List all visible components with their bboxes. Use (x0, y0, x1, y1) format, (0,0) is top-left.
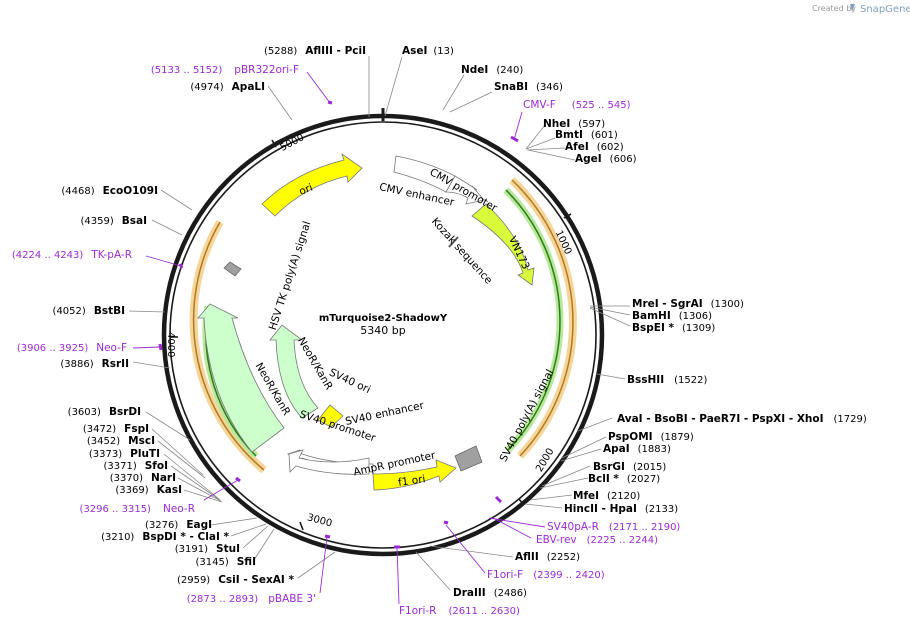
site-bspei: BspEI *(1309) (632, 322, 715, 334)
primer-pbabe-3: (2873 .. 2893)pBABE 3' (187, 593, 316, 605)
feature-neor-inner-arrow (269, 324, 319, 419)
site-bsrgi: BsrGI(2015) (593, 461, 666, 473)
enzyme-sites: AseI(13) NdeI(240) SnaBI(346) NheI(597) … (53, 45, 867, 599)
snapgene-credit: Created by SnapGene (812, 4, 910, 15)
orf-green-right (505, 189, 561, 451)
feature-hsv-tk-polya (223, 261, 242, 277)
site-snabi: SnaBI(346) (494, 81, 563, 93)
site-eagi: (3276)EagI (145, 519, 212, 531)
plasmid-name: mTurquoise2-ShadowY (319, 313, 448, 324)
site-aflii: AflII(2252) (515, 551, 580, 563)
site-leaders (128, 56, 631, 591)
feature-sv40-promoter (288, 449, 370, 475)
site-bmti: BmtI(601) (555, 129, 618, 141)
site-mfei: MfeI(2120) (573, 490, 640, 502)
site-afliii-pcii: (5288)AflIII - PciI (264, 45, 366, 57)
primer-neo-r: (3296 .. 3315)Neo-R (80, 503, 195, 515)
site-sfii: (3145)SfiI (195, 556, 256, 568)
site-csii-sexai: (2959)CsiI - SexAI * (177, 574, 295, 586)
primer-neo-f: (3906 .. 3925)Neo-F (17, 342, 127, 354)
site-mrei-sgrai: MreI - SgrAI(1300) (632, 298, 744, 310)
feature-cmv-promoter (445, 175, 485, 205)
feature-ori-arrow (261, 152, 363, 217)
site-apai: ApaI(1883) (603, 443, 671, 455)
site-msci: (3452)MscI (87, 435, 155, 447)
site-stui: (3191)StuI (175, 543, 240, 555)
credit-created-by: Created by (812, 4, 856, 13)
primer-pbr322ori-f: (5133 .. 5152)pBR322ori-F (151, 64, 299, 76)
feature-label-cmv-promoter: CMV promoter (428, 166, 500, 215)
snapgene-logo-icon (850, 4, 855, 12)
site-ndei: NdeI(240) (461, 64, 523, 76)
tick-label-3000: 3000 (306, 512, 333, 529)
site-agei: AgeI(606) (575, 153, 637, 165)
primers: CMV-F(525 .. 545) SV40pA-R(2171 .. 2190)… (12, 64, 681, 617)
feature-label-ori: ori (297, 182, 314, 198)
plasmid-length: 5340 bp (360, 324, 405, 337)
primer-tk-pa-r: (4224 .. 4243)TK-pA-R (12, 249, 132, 261)
site-bspdi-clai: (3210)BspDI * - ClaI * (101, 531, 229, 543)
site-fspi: (3472)FspI (83, 423, 149, 435)
primer-marks (132, 71, 546, 605)
site-bsai: (4359)BsaI (80, 215, 147, 227)
feature-label-vn173: VN173 (506, 234, 532, 271)
tick-label-4000: 4000 (165, 332, 176, 357)
site-hincii-hpai: HincII - HpaI(2133) (564, 503, 678, 515)
site-apali: (4974)ApaLI (190, 81, 265, 93)
site-bamhi: BamHI(1306) (632, 310, 712, 322)
feature-sv40-ori (317, 404, 344, 428)
tick-marks (170, 139, 572, 531)
feature-f1-ori-arrow (372, 459, 457, 491)
feature-sv40-polya (454, 445, 483, 472)
primer-ebv-rev: EBV-rev(2225 .. 2244) (536, 534, 658, 546)
primer-f1ori-r: F1ori-R(2611 .. 2630) (399, 605, 520, 617)
site-sfoi: (3371)SfoI (103, 460, 168, 472)
site-kasi: (3369)KasI (115, 484, 182, 496)
site-bstbi: (4052)BstBI (53, 305, 125, 317)
feature-neor-outer-arrow (197, 303, 285, 453)
site-pspomi: PspOMI(1879) (608, 431, 694, 443)
feature-label-sv40-ori: SV40 ori (327, 367, 372, 397)
feature-label-hsv-tk-polya: HSV TK poly(A) signal (267, 220, 314, 332)
feature-vn173-arrow (471, 203, 535, 286)
site-asei: AseI(13) (402, 45, 454, 57)
site-afei: AfeI(602) (565, 141, 624, 153)
site-ecoo109i: (4468)EcoO109I (61, 185, 158, 197)
primer-f1ori-f: F1ori-F(2399 .. 2420) (487, 569, 605, 581)
feature-label-f1-ori: f1 ori (397, 473, 426, 489)
site-rsrii: (3886)RsrII (60, 358, 129, 370)
site-bsshii: BssHII(1522) (627, 374, 707, 386)
primer-sv40pa-r: SV40pA-R(2171 .. 2190) (547, 521, 680, 533)
primer-cmv-f: CMV-F(525 .. 545) (523, 99, 631, 111)
backbone (161, 108, 605, 557)
site-nari: (3370)NarI (110, 472, 176, 484)
feature-label-kozak: Kozak sequence (429, 216, 495, 287)
site-bsrdi: (3603)BsrDI (68, 406, 141, 418)
feature-kozak (448, 236, 459, 248)
site-avai-xhoi: AvaI - BsoBI - PaeR7I - PspXI - XhoI(172… (617, 413, 867, 425)
site-draiii: DraIII(2486) (453, 587, 527, 599)
feature-label-sv40-enhancer: SV40 enhancer (344, 399, 425, 428)
credit-brand: SnapGene (860, 4, 910, 15)
site-nhei: NheI(597) (543, 118, 605, 130)
features (197, 152, 535, 491)
site-bcli: BclI *(2027) (588, 473, 660, 485)
site-pluti: (3373)PluTI (89, 448, 160, 460)
